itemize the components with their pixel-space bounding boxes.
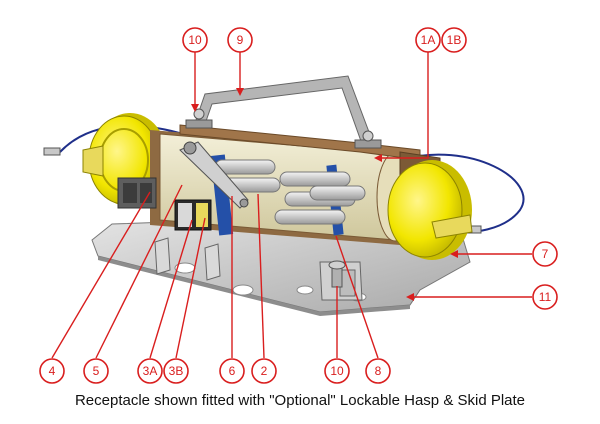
contact-pins <box>214 159 366 225</box>
callout-3a: 3A <box>137 358 163 384</box>
svg-text:8: 8 <box>375 364 382 378</box>
callout-10-bottom: 10 <box>324 358 350 384</box>
interlock-lever <box>179 141 249 209</box>
callout-9: 9 <box>227 27 253 53</box>
callout-1a: 1A <box>415 27 441 53</box>
svg-text:7: 7 <box>542 247 549 261</box>
svg-text:9: 9 <box>237 33 244 47</box>
svg-text:1B: 1B <box>447 33 462 47</box>
callout-4: 4 <box>39 358 65 384</box>
callout-7: 7 <box>532 241 558 267</box>
svg-text:3B: 3B <box>169 364 184 378</box>
callout-2: 2 <box>251 358 277 384</box>
callout-10-top: 10 <box>182 27 208 53</box>
callout-8: 8 <box>365 358 391 384</box>
svg-text:2: 2 <box>261 364 268 378</box>
svg-text:10: 10 <box>330 364 344 378</box>
diagram-caption: Receptacle shown fitted with "Optional" … <box>74 392 526 409</box>
leader-lines <box>51 50 532 359</box>
svg-text:1A: 1A <box>421 33 436 47</box>
hasp-bolt <box>193 108 205 120</box>
svg-text:4: 4 <box>49 364 56 378</box>
cable-ferrule <box>43 147 61 156</box>
callout-6: 6 <box>219 358 245 384</box>
callout-11: 11 <box>532 284 558 310</box>
micro-switch <box>174 199 212 231</box>
bottom-bolt <box>328 260 346 288</box>
svg-text:10: 10 <box>188 33 202 47</box>
skid-plate-hole <box>232 284 254 296</box>
skid-plate-hole <box>296 285 314 295</box>
callout-5: 5 <box>83 358 109 384</box>
svg-text:3A: 3A <box>143 364 158 378</box>
hasp-bolt <box>362 130 374 142</box>
svg-text:6: 6 <box>229 364 236 378</box>
svg-text:11: 11 <box>539 290 552 304</box>
left-connector-block <box>117 177 157 209</box>
right-end-cap <box>387 160 473 260</box>
callout-1b: 1B <box>441 27 467 53</box>
svg-text:5: 5 <box>93 364 100 378</box>
callout-3b: 3B <box>163 358 189 384</box>
